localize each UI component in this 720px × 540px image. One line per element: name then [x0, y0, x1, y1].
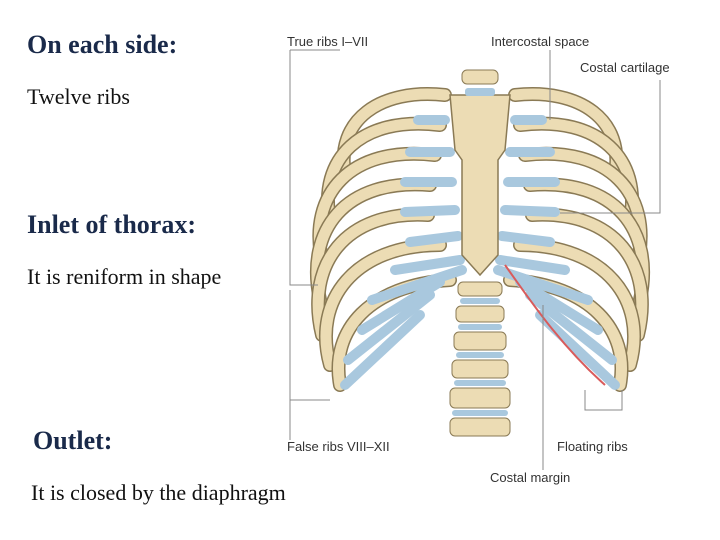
label-intercostal-space: Intercostal space	[491, 34, 589, 49]
label-costal-margin: Costal margin	[490, 470, 570, 485]
rib-cage	[317, 70, 643, 436]
label-true-ribs: True ribs I–VII	[287, 34, 368, 49]
label-costal-cartilage: Costal cartilage	[580, 60, 670, 75]
label-false-ribs: False ribs VIII–XII	[287, 439, 390, 454]
label-floating-ribs: Floating ribs	[557, 439, 628, 454]
sternum	[450, 95, 510, 275]
